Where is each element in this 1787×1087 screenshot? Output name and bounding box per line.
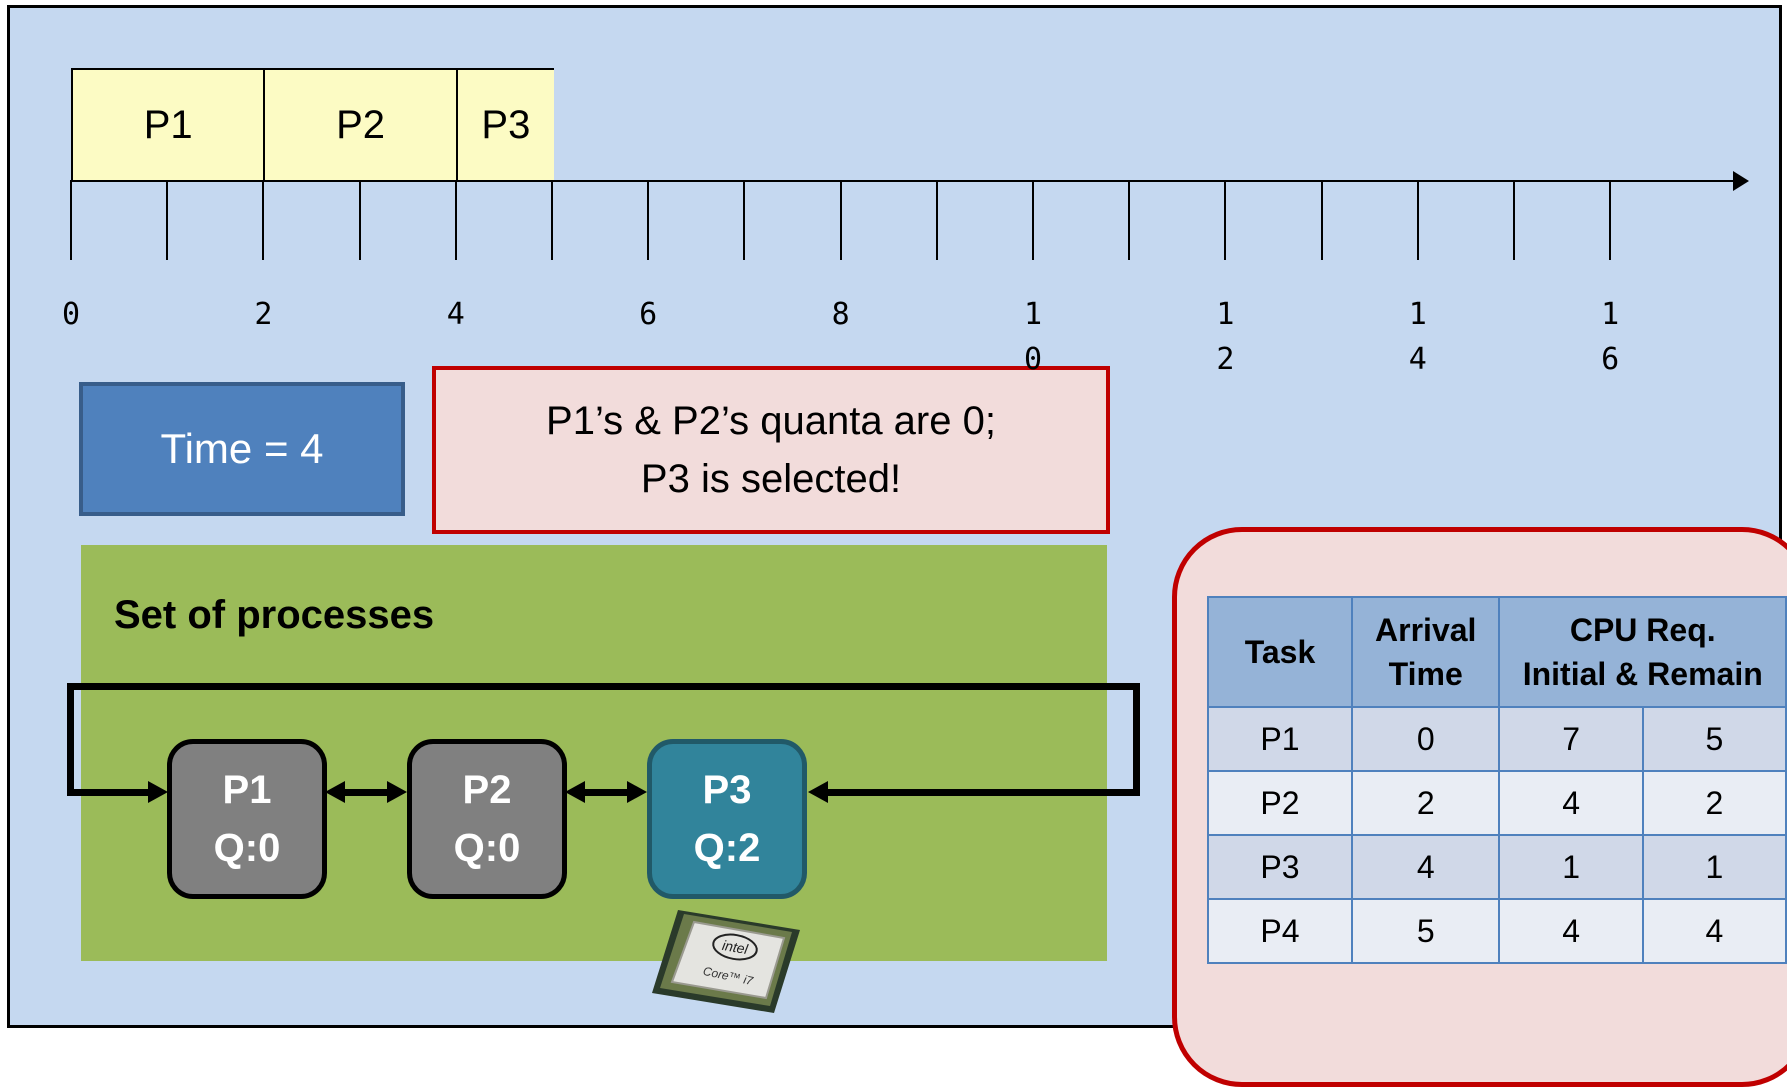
axis-tick — [935, 180, 938, 260]
cell-remain: 2 — [1641, 770, 1787, 836]
process-quantum: Q:2 — [693, 826, 761, 870]
gantt-block-p2: P2 — [263, 68, 458, 180]
link-p2-p3-left-arrow-icon — [565, 781, 585, 803]
process-quantum: Q:0 — [453, 826, 521, 870]
scheduler-message-line2: P3 is selected! — [640, 457, 902, 501]
process-set-title: Set of processes — [114, 593, 435, 637]
loop-tail-arrow-icon — [808, 781, 828, 803]
axis-tick — [1513, 180, 1515, 260]
chip-brand: intel — [721, 937, 750, 957]
loop-tail-line — [820, 789, 1140, 796]
table-row: P4 5 4 4 — [1207, 898, 1787, 964]
gantt-block-p1: P1 — [71, 68, 266, 180]
axis-tick — [70, 180, 72, 260]
axis-tick-label: 8 — [831, 297, 850, 332]
axis-tick — [1609, 180, 1612, 260]
loop-return-line — [67, 789, 157, 796]
axis-tick — [262, 180, 265, 260]
cell-initial: 4 — [1498, 770, 1644, 836]
axis-tick-label: 1 6 — [1601, 297, 1620, 377]
axis-tick — [1224, 180, 1227, 260]
loop-entry-arrow-icon — [148, 781, 168, 803]
cell-arrival: 4 — [1350, 834, 1501, 900]
header-task: Task — [1207, 596, 1353, 708]
process-name: P3 — [702, 768, 752, 812]
axis-tick — [166, 180, 169, 260]
axis-tick-label: 2 — [254, 297, 273, 332]
cell-task: P1 — [1207, 706, 1353, 772]
table-row: P3 4 1 1 — [1207, 834, 1787, 900]
cell-initial: 1 — [1498, 834, 1644, 900]
cell-remain: 4 — [1641, 898, 1787, 964]
axis-tick — [1320, 180, 1323, 260]
cell-arrival: 5 — [1350, 898, 1501, 964]
cpu-chip-icon: intel Core™ i7 — [652, 910, 800, 1013]
cell-task: P4 — [1207, 898, 1353, 964]
scheduler-message: P1’s & P2’s quanta are 0; P3 is selected… — [432, 366, 1110, 534]
axis-arrow-icon — [1733, 171, 1749, 191]
axis-tick-label: 4 — [446, 297, 465, 332]
cell-initial: 7 — [1498, 706, 1644, 772]
table-row: P2 2 4 2 — [1207, 770, 1787, 836]
cell-remain: 5 — [1641, 706, 1787, 772]
axis-tick-label: 0 — [61, 297, 81, 332]
scheduler-message-line1: P1’s & P2’s quanta are 0; — [546, 399, 996, 443]
axis-tick — [743, 180, 746, 260]
round-robin-loop — [67, 683, 1140, 796]
process-p2: P2 Q:0 — [407, 739, 567, 899]
axis-tick — [1032, 180, 1034, 260]
cell-remain: 1 — [1641, 834, 1787, 900]
process-p3: P3 Q:2 — [647, 739, 807, 899]
link-p1-p2-right-arrow-icon — [387, 781, 407, 803]
axis-tick — [647, 180, 650, 260]
axis-tick — [551, 180, 553, 260]
axis-tick-label: 6 — [639, 297, 658, 332]
process-name: P1 — [222, 768, 272, 812]
time-axis — [71, 180, 1744, 182]
axis-tick — [1416, 180, 1419, 260]
axis-tick — [454, 180, 457, 260]
gantt-block-p3: P3 — [455, 68, 554, 180]
header-cpu-req: CPU Req.Initial & Remain — [1498, 596, 1787, 708]
table-row: P1 0 7 5 — [1207, 706, 1787, 772]
cell-arrival: 2 — [1350, 770, 1501, 836]
axis-tick — [839, 180, 842, 260]
link-p1-p2-line — [336, 789, 390, 796]
process-name: P2 — [462, 768, 512, 812]
current-time-box: Time = 4 — [79, 382, 405, 516]
axis-tick-label: 1 4 — [1408, 297, 1427, 377]
cell-initial: 4 — [1498, 898, 1644, 964]
process-p1: P1 Q:0 — [167, 739, 327, 899]
link-p1-p2-left-arrow-icon — [325, 781, 345, 803]
cell-task: P3 — [1207, 834, 1353, 900]
process-quantum: Q:0 — [213, 826, 281, 870]
cell-arrival: 0 — [1350, 706, 1501, 772]
axis-tick-label: 1 2 — [1216, 297, 1235, 377]
link-p2-p3-right-arrow-icon — [627, 781, 647, 803]
current-time-label: Time = 4 — [160, 425, 324, 472]
axis-tick — [1128, 180, 1131, 260]
axis-tick-label: 1 0 — [1023, 297, 1043, 377]
link-p2-p3-line — [576, 789, 630, 796]
axis-tick — [358, 180, 361, 260]
cell-task: P2 — [1207, 770, 1353, 836]
